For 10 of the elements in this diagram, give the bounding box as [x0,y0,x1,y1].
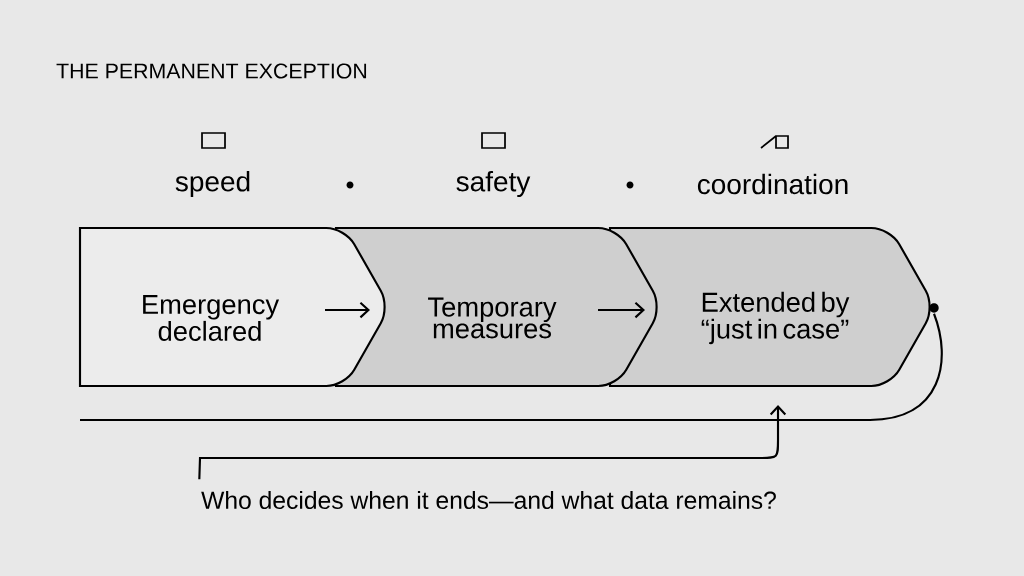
category-label: safety [456,170,531,198]
arrow [325,301,370,319]
loop-line [80,313,943,422]
leader-arrow [198,405,787,480]
arrow [598,301,645,319]
question-text: Who decides when it ends—and what data remains? [201,490,776,510]
category-label: speed [175,170,250,198]
chevron-box: Emergency declared [78,226,386,388]
category-label: coordination [697,173,848,195]
slide-title: THE PERMANENT EXCEPTION [56,63,367,79]
